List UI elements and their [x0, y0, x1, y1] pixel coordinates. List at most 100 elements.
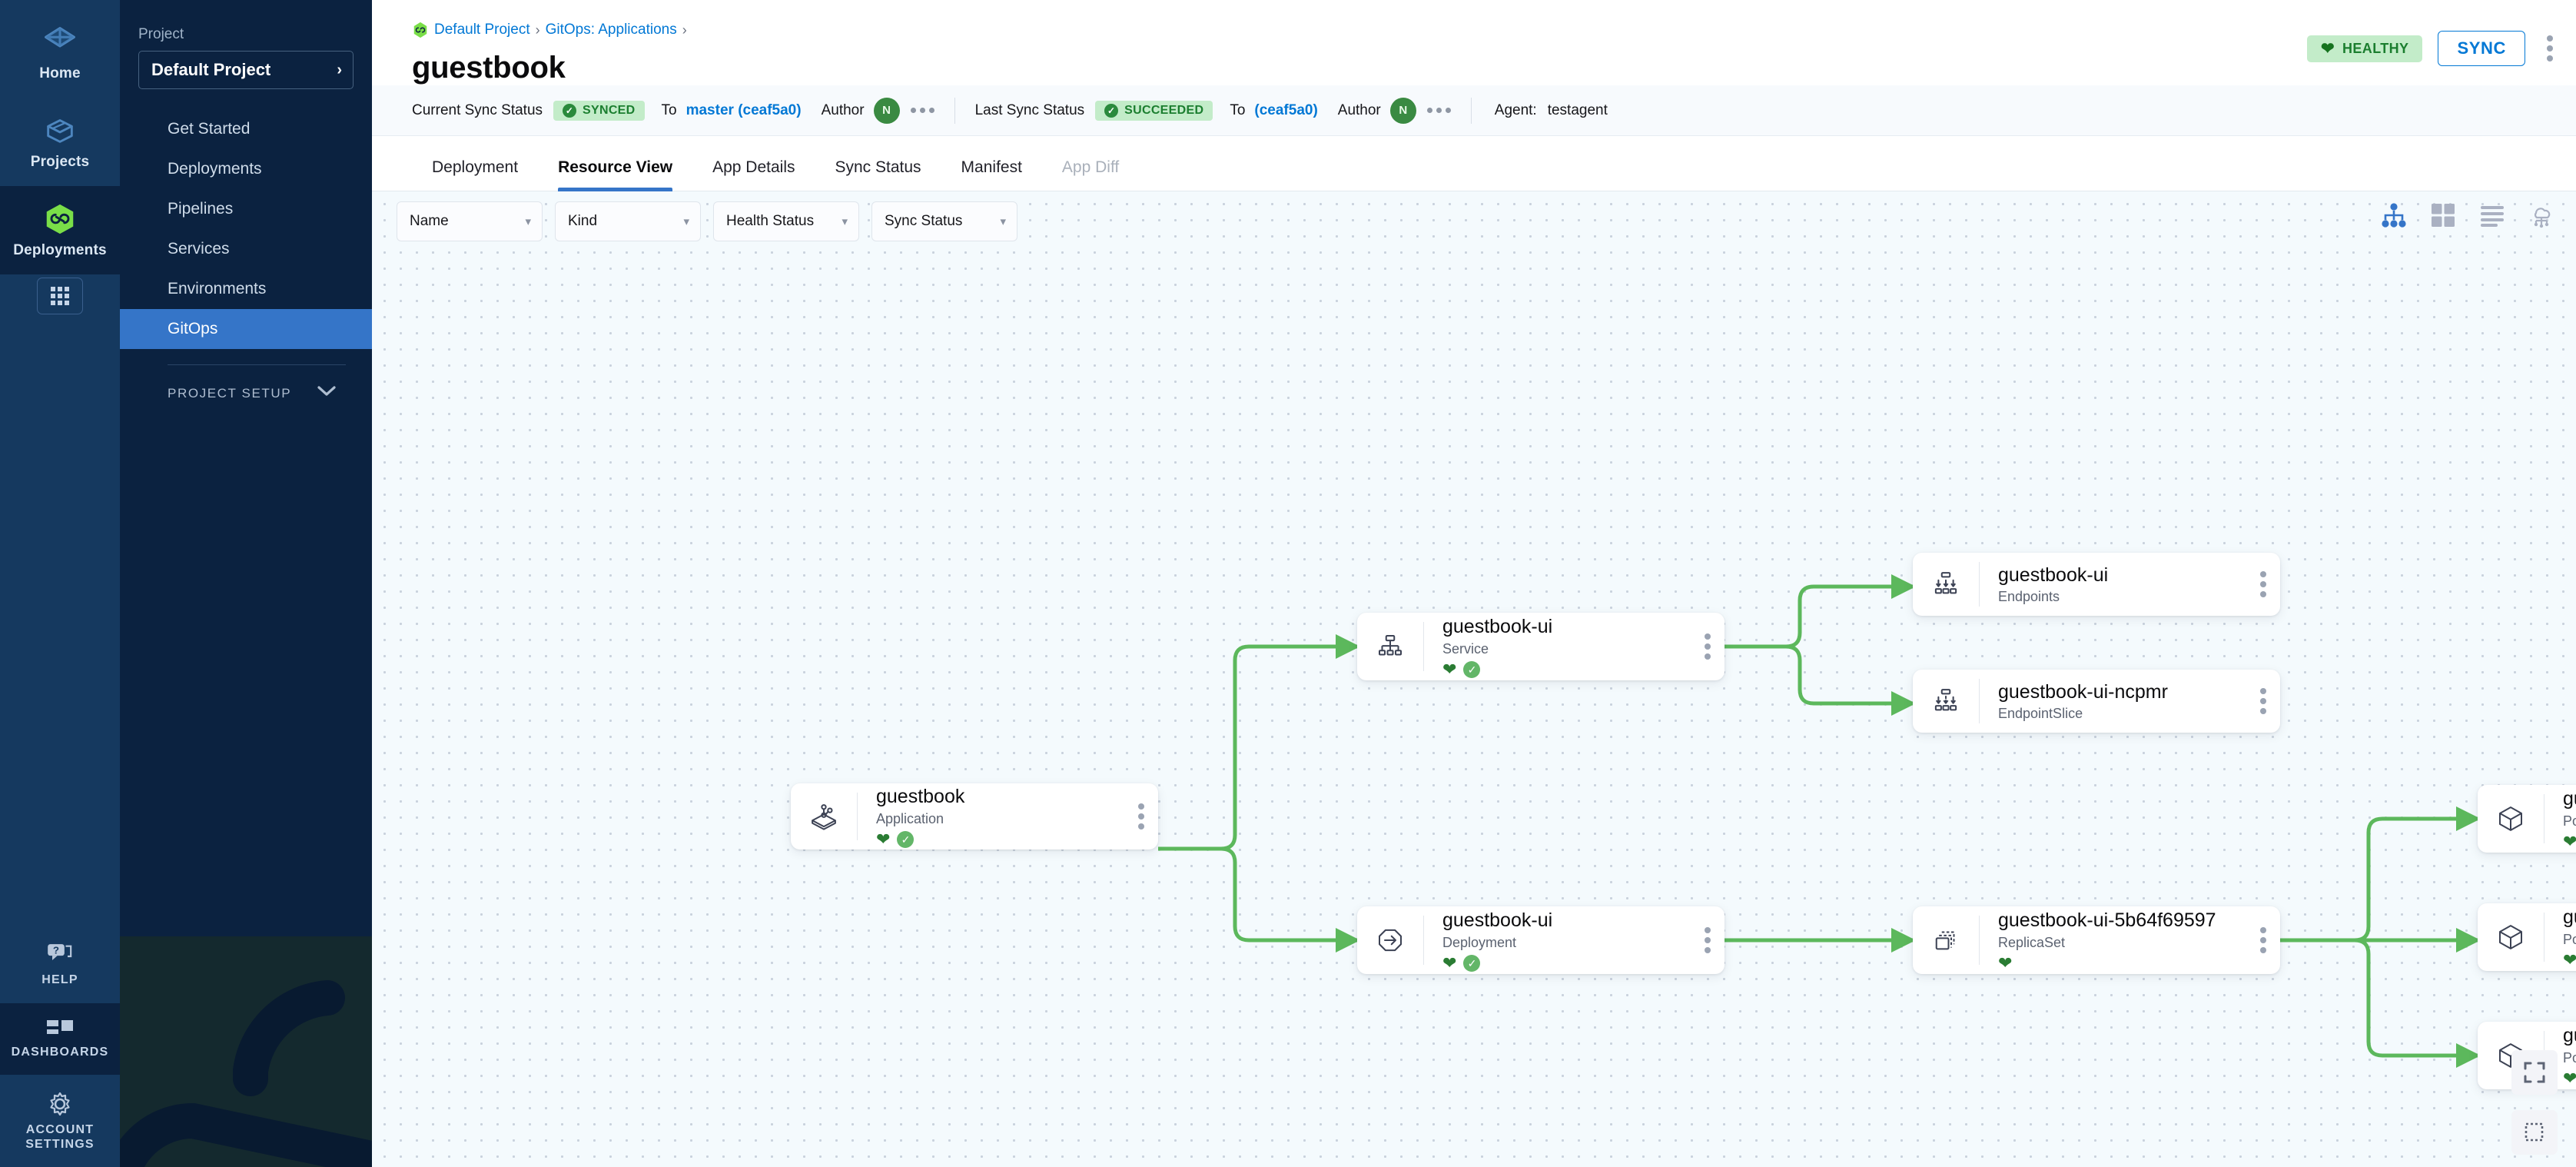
project-sidebar-content: Project Default Project › Get Started De…: [120, 0, 372, 401]
project-selector[interactable]: Default Project ›: [138, 51, 354, 89]
graph-node-application[interactable]: guestbook Application ❤ ✓: [791, 783, 1158, 849]
sync-button[interactable]: SYNC: [2438, 31, 2525, 66]
breadcrumb-link-default-project[interactable]: Default Project: [434, 22, 530, 38]
node-status: ❤ ✓: [1442, 660, 1691, 678]
resource-graph-canvas[interactable]: Name ▾ Kind ▾ Health Status ▾ Sync Statu…: [372, 191, 2576, 1167]
fit-screen-icon: [2511, 1050, 2558, 1095]
node-more-menu-icon[interactable]: [1698, 923, 1725, 958]
grid-view-icon[interactable]: [2430, 202, 2456, 228]
gear-icon: [46, 1090, 74, 1118]
filter-health-status-dropdown[interactable]: Health Status ▾: [713, 201, 859, 241]
graph-node-endpointslice[interactable]: guestbook-ui-ncpmr EndpointSlice: [1913, 670, 2280, 733]
node-body: guestbook-ui-5b64f6959… Pod ❤: [2544, 787, 2576, 850]
view-mode-toggle-group: [2381, 202, 2554, 228]
rail-top-group: Home Projects: [0, 0, 120, 314]
deployment-icon: [1357, 924, 1423, 956]
apps-grid-button[interactable]: [37, 277, 83, 314]
node-more-menu-icon[interactable]: [2254, 683, 2280, 719]
tab-resource-view[interactable]: Resource View: [538, 158, 692, 191]
chevron-down-icon: ▾: [683, 215, 689, 228]
node-divider: [1979, 916, 1980, 965]
sidebar-item-project-setup[interactable]: PROJECT SETUP: [120, 365, 372, 401]
tab-manifest[interactable]: Manifest: [961, 158, 1022, 176]
last-sync-status-badge: ✓ SUCCEEDED: [1095, 100, 1213, 121]
breadcrumb-separator: ›: [682, 22, 687, 38]
sidebar-item-pipelines[interactable]: Pipelines: [120, 189, 372, 229]
rail-item-dashboards[interactable]: DASHBOARDS: [0, 1002, 120, 1076]
chevron-right-icon: ›: [337, 61, 342, 78]
current-sync-status-value: SYNCED: [583, 103, 636, 117]
sidebar-item-services[interactable]: Services: [120, 229, 372, 269]
node-name: guestbook-ui-5b64f6959…: [2563, 906, 2576, 929]
sync-check-icon: ✓: [1463, 660, 1481, 678]
svg-text:?: ?: [53, 945, 59, 956]
header-more-menu-icon[interactable]: [2541, 31, 2559, 66]
graph-node-service[interactable]: guestbook-ui Service ❤ ✓: [1357, 613, 1725, 680]
filter-kind-dropdown[interactable]: Kind ▾: [555, 201, 701, 241]
filter-sync-status-dropdown[interactable]: Sync Status ▾: [871, 201, 1017, 241]
rail-item-label: HELP: [41, 973, 78, 987]
last-sync-more-icon[interactable]: [1426, 108, 1451, 113]
node-divider: [1423, 916, 1424, 965]
node-more-menu-icon[interactable]: [1132, 799, 1158, 834]
graph-node-pod-2[interactable]: guestbook-ui-5b64f6959… Pod ❤: [2478, 903, 2576, 971]
sidebar-item-gitops[interactable]: GitOps: [120, 309, 372, 349]
network-view-icon[interactable]: [2528, 202, 2554, 228]
current-sync-more-icon[interactable]: [910, 108, 934, 113]
main-area: Default Project › GitOps: Applications ›…: [372, 0, 2576, 1167]
current-sync-revision-link[interactable]: master (ceaf5a0): [685, 101, 802, 118]
node-divider: [1423, 622, 1424, 671]
pod-icon: [2478, 921, 2544, 953]
graph-view-icon[interactable]: [2381, 202, 2407, 228]
tab-deployment[interactable]: Deployment: [432, 158, 519, 176]
rail-item-projects[interactable]: Projects: [0, 98, 120, 186]
chevron-down-icon: ▾: [842, 215, 848, 228]
rail-item-home[interactable]: Home: [0, 9, 120, 98]
project-selector-name: Default Project: [151, 60, 271, 79]
select-box-button[interactable]: [2511, 1110, 2558, 1155]
node-status: ❤ ✓: [876, 830, 1124, 848]
node-more-menu-icon[interactable]: [2254, 923, 2280, 958]
filter-label: Kind: [568, 213, 598, 229]
rail-item-label: Deployments: [13, 241, 107, 258]
current-sync-status-label: Current Sync Status: [412, 101, 543, 118]
endpoints-icon: [1913, 568, 1979, 600]
sidebar-item-environments[interactable]: Environments: [120, 269, 372, 309]
status-divider: [954, 97, 955, 124]
rail-item-deployments[interactable]: Deployments: [0, 185, 120, 274]
heart-icon: ❤: [2563, 831, 2576, 851]
fit-screen-button[interactable]: [2511, 1050, 2558, 1095]
last-sync-revision-link[interactable]: (ceaf5a0): [1254, 101, 1318, 118]
graph-node-pod-1[interactable]: guestbook-ui-5b64f6959… Pod ❤: [2478, 785, 2576, 853]
last-sync-status-label: Last Sync Status: [974, 101, 1085, 118]
sync-status-bar: Current Sync Status ✓ SYNCED To master (…: [372, 85, 2576, 136]
infinity-hex-icon: [42, 201, 78, 237]
rail-item-account-settings[interactable]: ACCOUNT SETTINGS: [0, 1075, 120, 1167]
graph-node-replicaset[interactable]: guestbook-ui-5b64f69597 ReplicaSet ❤: [1913, 906, 2280, 974]
status-badge-health: ❤ HEALTHY: [2307, 35, 2423, 62]
chevron-down-icon: [317, 385, 337, 401]
sidebar-item-get-started[interactable]: Get Started: [120, 109, 372, 149]
node-more-menu-icon[interactable]: [2254, 567, 2280, 602]
last-sync-to-label: To: [1230, 101, 1246, 118]
select-box-icon: [2511, 1110, 2558, 1155]
tab-sync-status[interactable]: Sync Status: [835, 158, 921, 176]
node-kind: Endpoints: [1998, 589, 2060, 605]
node-body: guestbook Application ❤ ✓: [858, 785, 1132, 848]
application-icon: [791, 800, 857, 833]
node-status: ❤: [2563, 951, 2576, 969]
rail-item-label: Home: [39, 65, 81, 81]
tab-app-details[interactable]: App Details: [712, 158, 795, 176]
node-kind: Application: [876, 810, 944, 826]
sidebar-item-deployments[interactable]: Deployments: [120, 149, 372, 189]
graph-node-deployment[interactable]: guestbook-ui Deployment ❤ ✓: [1357, 906, 1725, 974]
graph-node-endpoints[interactable]: guestbook-ui Endpoints: [1913, 553, 2280, 616]
breadcrumb-link-gitops-applications[interactable]: GitOps: Applications: [545, 22, 677, 38]
agent-label: Agent:: [1494, 101, 1537, 118]
rail-item-help[interactable]: ? HELP: [0, 922, 120, 1002]
node-name: guestbook-ui: [1442, 909, 1553, 932]
filter-name-dropdown[interactable]: Name ▾: [397, 201, 543, 241]
node-more-menu-icon[interactable]: [1698, 629, 1725, 664]
box-icon: [42, 113, 78, 148]
list-view-icon[interactable]: [2479, 202, 2505, 228]
